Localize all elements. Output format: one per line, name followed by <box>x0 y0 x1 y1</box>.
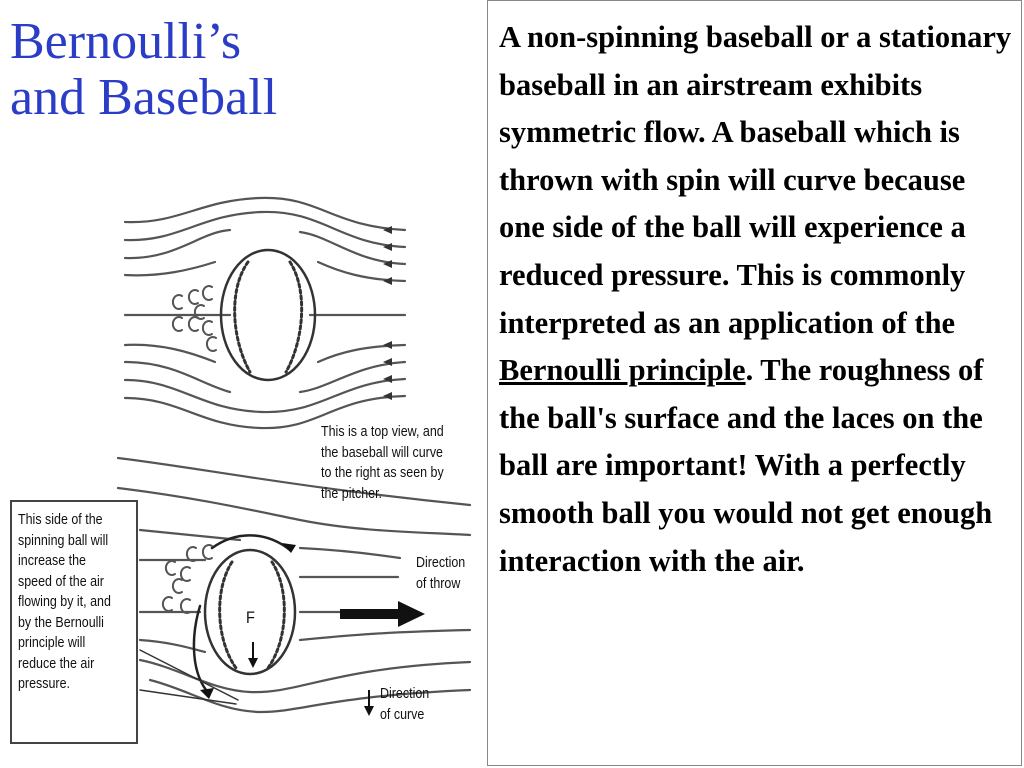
caption-left-line: This side of the <box>18 512 103 528</box>
baseball-airflow-figure <box>116 196 472 716</box>
label-line: of throw <box>416 575 461 592</box>
caption-left-line: reduce the air <box>18 655 95 672</box>
caption-left-line: spinning ball will <box>18 532 109 549</box>
caption-top-line: the pitcher. <box>321 485 383 502</box>
label-line: Direction <box>416 555 466 571</box>
caption-spinning-side: This side of the spinning ball will incr… <box>18 510 138 695</box>
caption-left-line: increase the <box>18 553 86 569</box>
title-line-2: and Baseball <box>10 69 278 126</box>
flow-arrowheads <box>383 226 392 400</box>
spin-arrow-left <box>192 604 208 692</box>
direction-of-curve-arrow <box>364 690 374 716</box>
label-direction-of-throw: Direction of throw <box>416 553 493 594</box>
baseball-spinning <box>203 548 297 676</box>
caption-top-line: to the right as seen by <box>321 465 444 481</box>
caption-left-line: pressure. <box>18 676 70 692</box>
caption-left-line: by the Bernoulli <box>18 614 104 631</box>
slide-title: Bernoulli’s and Baseball <box>10 14 430 126</box>
body-text-after: . The roughness of the ball's surface an… <box>499 353 993 578</box>
caption-left-line: principle will <box>18 635 86 651</box>
symmetric-flow-lines <box>123 196 407 430</box>
wake-swirls-top <box>171 285 217 352</box>
force-arrow <box>248 642 258 668</box>
caption-top-line: the baseball will curve <box>321 444 443 461</box>
label-line: of curve <box>380 706 425 723</box>
explanation-textbox: A non-spinning baseball or a stationary … <box>487 0 1022 766</box>
caption-top-line: This is a top view, and <box>321 424 444 440</box>
caption-left-line: speed of the air <box>18 573 104 590</box>
caption-top-view: This is a top view, and the baseball wil… <box>321 422 476 504</box>
baseball-top <box>219 248 317 382</box>
spin-arrow-top <box>210 534 292 552</box>
direction-of-throw-arrow <box>340 601 425 627</box>
force-label: F <box>246 608 255 627</box>
body-text-before: A non-spinning baseball or a stationary … <box>499 20 1012 340</box>
caption-left-line: flowing by it, and <box>18 594 111 610</box>
title-line-1: Bernoulli’s <box>10 13 242 70</box>
label-direction-of-curve: Direction of curve <box>380 684 457 725</box>
pointer-line <box>139 649 239 705</box>
left-caption-box <box>10 500 138 744</box>
bernoulli-principle-link[interactable]: Bernoulli principle <box>499 353 746 388</box>
label-line: Direction <box>380 686 430 702</box>
wake-swirls-bottom <box>161 544 213 614</box>
